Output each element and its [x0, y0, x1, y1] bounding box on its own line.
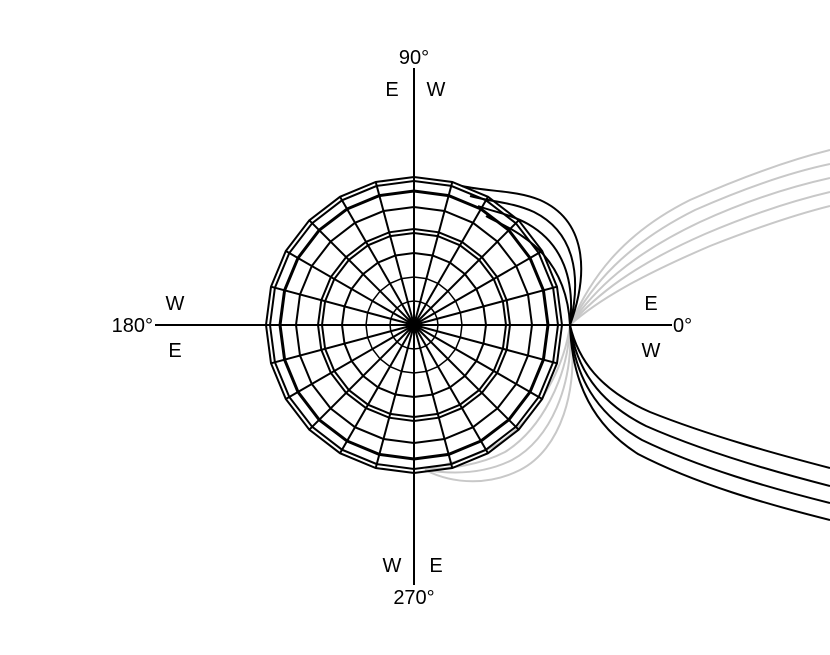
faded-curves-upper — [569, 149, 830, 326]
grid-spoke-15 — [285, 324, 415, 400]
dark-curve-lower-2 — [569, 324, 830, 487]
grid-spoke-4 — [413, 219, 520, 326]
dir-right-upper: E — [644, 293, 657, 315]
grid-spoke-9 — [339, 196, 415, 326]
grid-spoke-12 — [270, 285, 415, 326]
grid-spoke-6 — [413, 181, 454, 326]
grid-spoke-23 — [413, 324, 543, 400]
grid-spoke-10 — [308, 219, 415, 326]
grid-spoke-21 — [413, 324, 489, 454]
faded-curve-upper-3 — [569, 177, 830, 326]
dir-top-left: E — [385, 79, 398, 101]
dark-curve-lower-3 — [569, 324, 830, 504]
faded-curve-upper-5 — [569, 205, 830, 326]
grid-spoke-20 — [413, 324, 454, 469]
grid-spoke-3 — [413, 250, 543, 326]
dark-curves-lower — [569, 324, 830, 521]
dir-bottom-left: W — [383, 555, 402, 577]
grid-spoke-11 — [285, 250, 415, 326]
dir-top-right: W — [427, 79, 446, 101]
grid-spoke-8 — [374, 181, 415, 326]
grid-spoke-17 — [339, 324, 415, 454]
label-270: 270° — [393, 587, 434, 609]
label-90: 90° — [399, 47, 429, 69]
dark-loop-3 — [477, 205, 573, 326]
grid-spoke-24 — [413, 324, 558, 365]
faded-loop-1 — [424, 324, 574, 483]
faded-curve-upper-1 — [569, 149, 830, 326]
label-0: 0° — [673, 315, 692, 337]
faded-loop-2 — [424, 324, 572, 474]
dark-curve-lower-4 — [569, 324, 830, 521]
faded-curve-upper-2 — [569, 163, 830, 326]
dark-curve-lower-1 — [569, 324, 830, 469]
dir-right-lower: W — [642, 340, 661, 362]
dir-left-lower: E — [168, 340, 181, 362]
grid-spoke-5 — [413, 196, 489, 326]
label-180: 180° — [112, 315, 153, 337]
dir-bottom-right: E — [429, 555, 442, 577]
grid-spoke-2 — [413, 285, 558, 326]
grid-spoke-18 — [374, 324, 415, 469]
grid-spoke-22 — [413, 324, 520, 431]
grid-spoke-14 — [270, 324, 415, 365]
dark-loop-1 — [461, 185, 583, 326]
faded-curve-upper-4 — [569, 191, 830, 326]
axes — [155, 68, 672, 585]
grid-spoke-16 — [308, 324, 415, 431]
dir-left-upper: W — [166, 293, 185, 315]
